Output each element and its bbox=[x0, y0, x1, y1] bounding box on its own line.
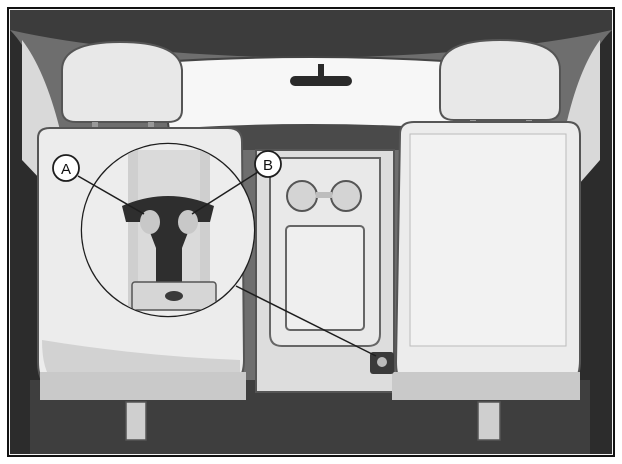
callout-a: A bbox=[53, 155, 79, 181]
slot-b bbox=[178, 210, 198, 234]
right-seat-back-panel bbox=[410, 134, 566, 346]
callout-b: B bbox=[255, 151, 281, 177]
left-seat-cushion bbox=[40, 372, 246, 400]
anchor-base-bolt bbox=[165, 291, 183, 301]
armrest-lid bbox=[286, 226, 364, 330]
cup-holder-bridge bbox=[316, 192, 332, 198]
callout-b-label: B bbox=[263, 157, 273, 174]
right-seat-cushion bbox=[392, 372, 580, 400]
left-headrest bbox=[62, 42, 182, 122]
right-seat-bracket bbox=[478, 402, 500, 440]
cup-holder-right bbox=[331, 181, 361, 211]
callout-a-label: A bbox=[61, 161, 71, 178]
mirror-mount bbox=[318, 64, 324, 78]
anchor-point-bolt bbox=[377, 357, 387, 367]
cup-holder-left bbox=[287, 181, 317, 211]
left-seat-bracket bbox=[126, 402, 146, 440]
right-headrest bbox=[440, 40, 560, 120]
